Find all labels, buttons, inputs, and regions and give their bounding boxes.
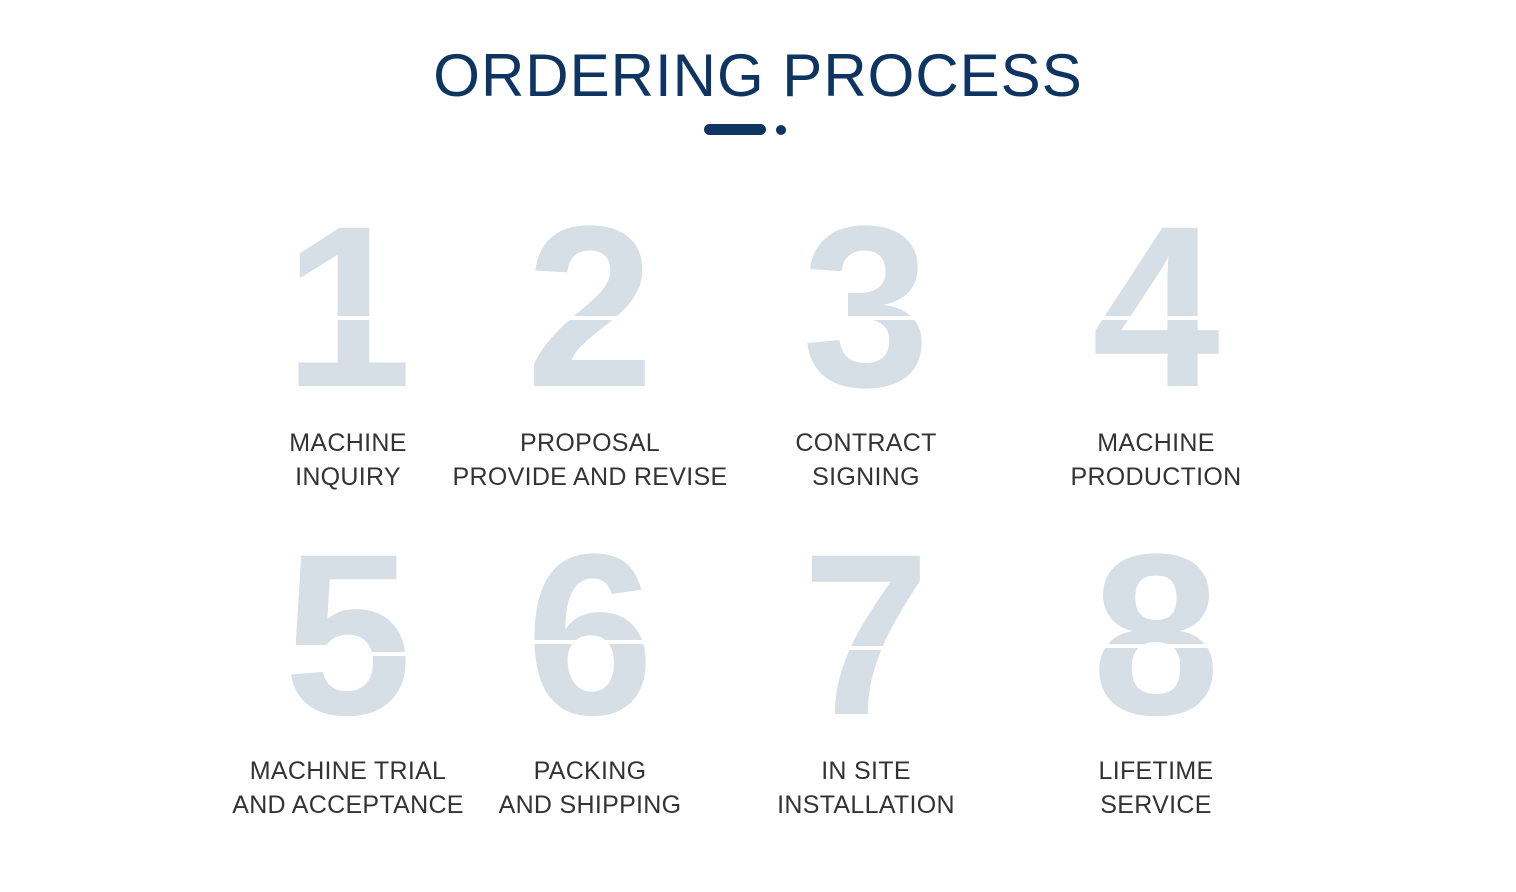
step-label-line1: IN SITE: [821, 757, 911, 785]
step-8: 8 LIFETIME SERVICE: [1016, 546, 1296, 846]
step-label-line2: SERVICE: [1100, 791, 1212, 819]
numeral-text: 4: [1092, 218, 1220, 398]
divider-bar: [704, 124, 766, 135]
step-number-8: 8: [1016, 546, 1296, 726]
step-label-line1: PROPOSAL: [520, 429, 660, 457]
step-label-line1: MACHINE TRIAL: [249, 757, 447, 785]
step-label: MACHINE TRIAL AND ACCEPTANCE: [208, 754, 488, 822]
step-2: 2 PROPOSAL PROVIDE AND REVISE: [450, 218, 730, 518]
step-number-5: 5: [208, 546, 488, 726]
step-label-line1: CONTRACT: [795, 429, 937, 457]
step-label-line1: LIFETIME: [1098, 757, 1214, 785]
step-4: 4 MACHINE PRODUCTION: [1016, 218, 1296, 518]
step-number-2: 2: [450, 218, 730, 398]
step-label: PACKING AND SHIPPING: [450, 754, 730, 822]
numeral-text: 2: [526, 218, 654, 398]
step-label-line1: MACHINE: [289, 429, 407, 457]
numeral-text: 1: [284, 218, 412, 398]
step-1: 1 MACHINE INQUIRY: [208, 218, 488, 518]
step-label-line2: AND ACCEPTANCE: [232, 791, 464, 819]
step-label-line2: SIGNING: [812, 463, 920, 491]
step-label-line2: INQUIRY: [295, 463, 401, 491]
divider-dot: [776, 125, 786, 135]
numeral-text: 8: [1092, 546, 1220, 726]
numeral-text: 3: [802, 218, 930, 398]
step-3: 3 CONTRACT SIGNING: [726, 218, 1006, 518]
step-number-1: 1: [208, 218, 488, 398]
step-label: MACHINE INQUIRY: [208, 426, 488, 494]
step-label-line2: INSTALLATION: [777, 791, 955, 819]
step-label: MACHINE PRODUCTION: [1016, 426, 1296, 494]
step-label: PROPOSAL PROVIDE AND REVISE: [450, 426, 730, 494]
step-label: IN SITE INSTALLATION: [726, 754, 1006, 822]
numeral-text: 7: [802, 546, 930, 726]
step-5: 5 MACHINE TRIAL AND ACCEPTANCE: [208, 546, 488, 846]
step-number-3: 3: [726, 218, 1006, 398]
step-label: CONTRACT SIGNING: [726, 426, 1006, 494]
step-label-line1: PACKING: [533, 757, 647, 785]
page-title: ORDERING PROCESS: [433, 42, 1083, 109]
step-label-line2: AND SHIPPING: [498, 791, 682, 819]
step-label: LIFETIME SERVICE: [1016, 754, 1296, 822]
title-divider: [0, 124, 1516, 136]
step-label-line2: PRODUCTION: [1070, 463, 1242, 491]
step-label-line2: PROVIDE AND REVISE: [452, 463, 728, 491]
step-number-7: 7: [726, 546, 1006, 726]
step-label-line1: MACHINE: [1097, 429, 1215, 457]
step-6: 6 PACKING AND SHIPPING: [450, 546, 730, 846]
numeral-text: 6: [526, 546, 654, 726]
step-7: 7 IN SITE INSTALLATION: [726, 546, 1006, 846]
numeral-text: 5: [284, 546, 412, 726]
step-number-4: 4: [1016, 218, 1296, 398]
step-number-6: 6: [450, 546, 730, 726]
